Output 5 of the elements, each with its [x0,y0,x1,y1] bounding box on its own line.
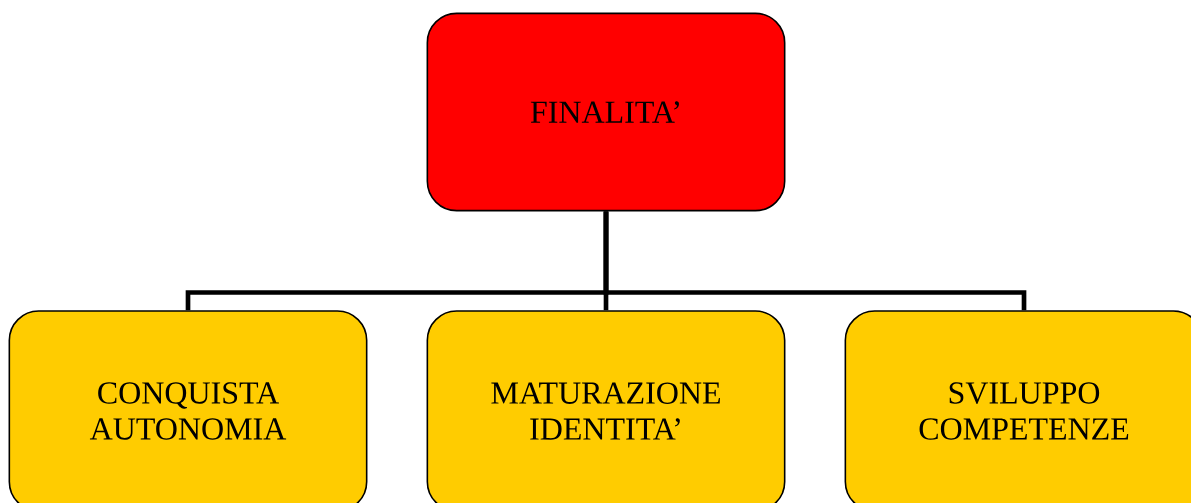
connector-line [603,211,1027,311]
rounded-box: MATURAZIONE IDENTITA’ [426,310,786,503]
rounded-box: SVILUPPO COMPETENZE [844,310,1191,503]
rounded-box: CONQUISTA AUTONOMIA [8,310,368,503]
rounded-box: FINALITA’ [426,12,786,212]
